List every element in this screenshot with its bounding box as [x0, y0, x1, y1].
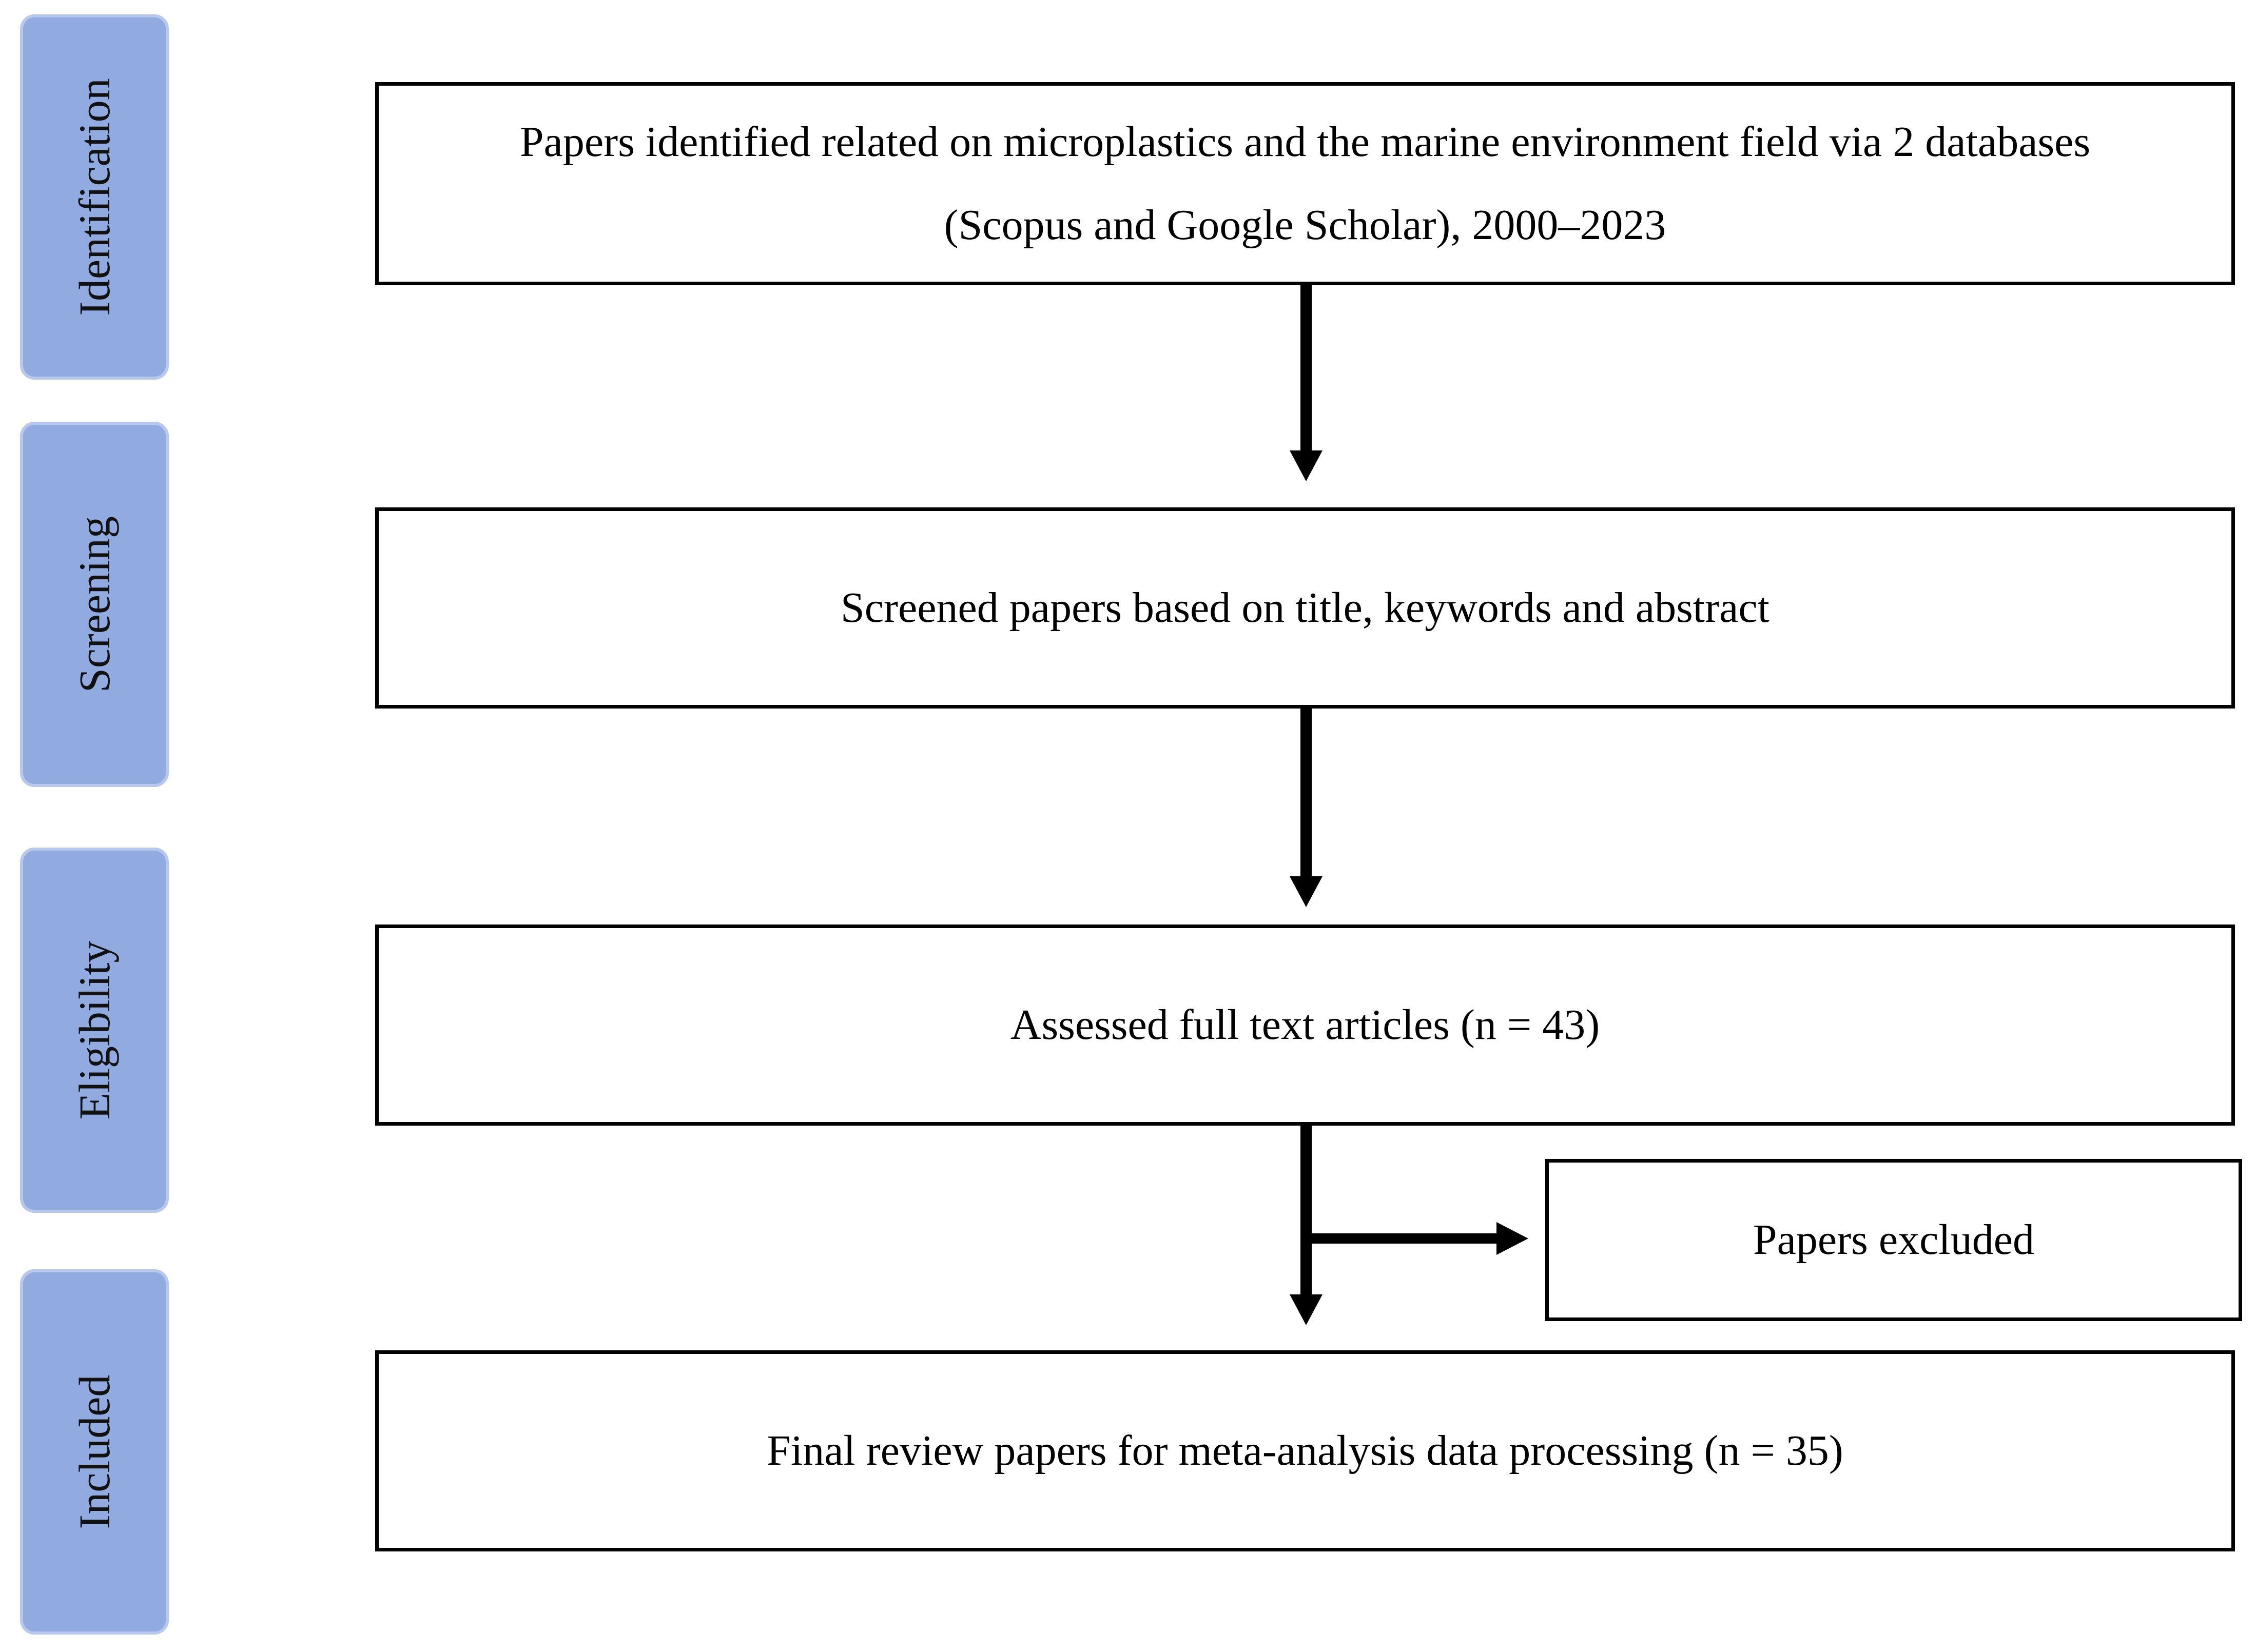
arrowhead-included: [1290, 1294, 1323, 1325]
box-screened: Screened papers based on title, keywords…: [375, 507, 2235, 709]
box-final: Final review papers for meta-analysis da…: [375, 1350, 2235, 1551]
stage-tab-included: Included: [20, 1269, 169, 1635]
box-excluded: Papers excluded: [1545, 1159, 2242, 1321]
identified-line-1: Papers identified related on microplasti…: [519, 118, 2091, 166]
box-final-text: Final review papers for meta-analysis da…: [767, 1427, 1843, 1474]
stage-tab-screening: Screening: [20, 422, 169, 787]
stage-tab-identification: Identification: [20, 14, 169, 380]
identified-line-2: (Scopus and Google Scholar), 2000–2023: [944, 201, 1666, 249]
box-identified: Papers identified related on microplasti…: [375, 82, 2235, 285]
box-assessed: Assessed full text articles (n = 43): [375, 925, 2235, 1126]
stage-tab-eligibility: Eligibility: [20, 848, 169, 1213]
arrowhead-eligibility: [1290, 876, 1323, 907]
box-excluded-text: Papers excluded: [1753, 1216, 2035, 1264]
arrowhead-screening: [1290, 450, 1323, 481]
arrowhead-excluded: [1496, 1222, 1528, 1255]
box-assessed-text: Assessed full text articles (n = 43): [1010, 1001, 1600, 1049]
box-identified-text: Papers identified related on microplasti…: [520, 101, 2090, 267]
box-screened-text: Screened papers based on title, keywords…: [840, 584, 1770, 632]
